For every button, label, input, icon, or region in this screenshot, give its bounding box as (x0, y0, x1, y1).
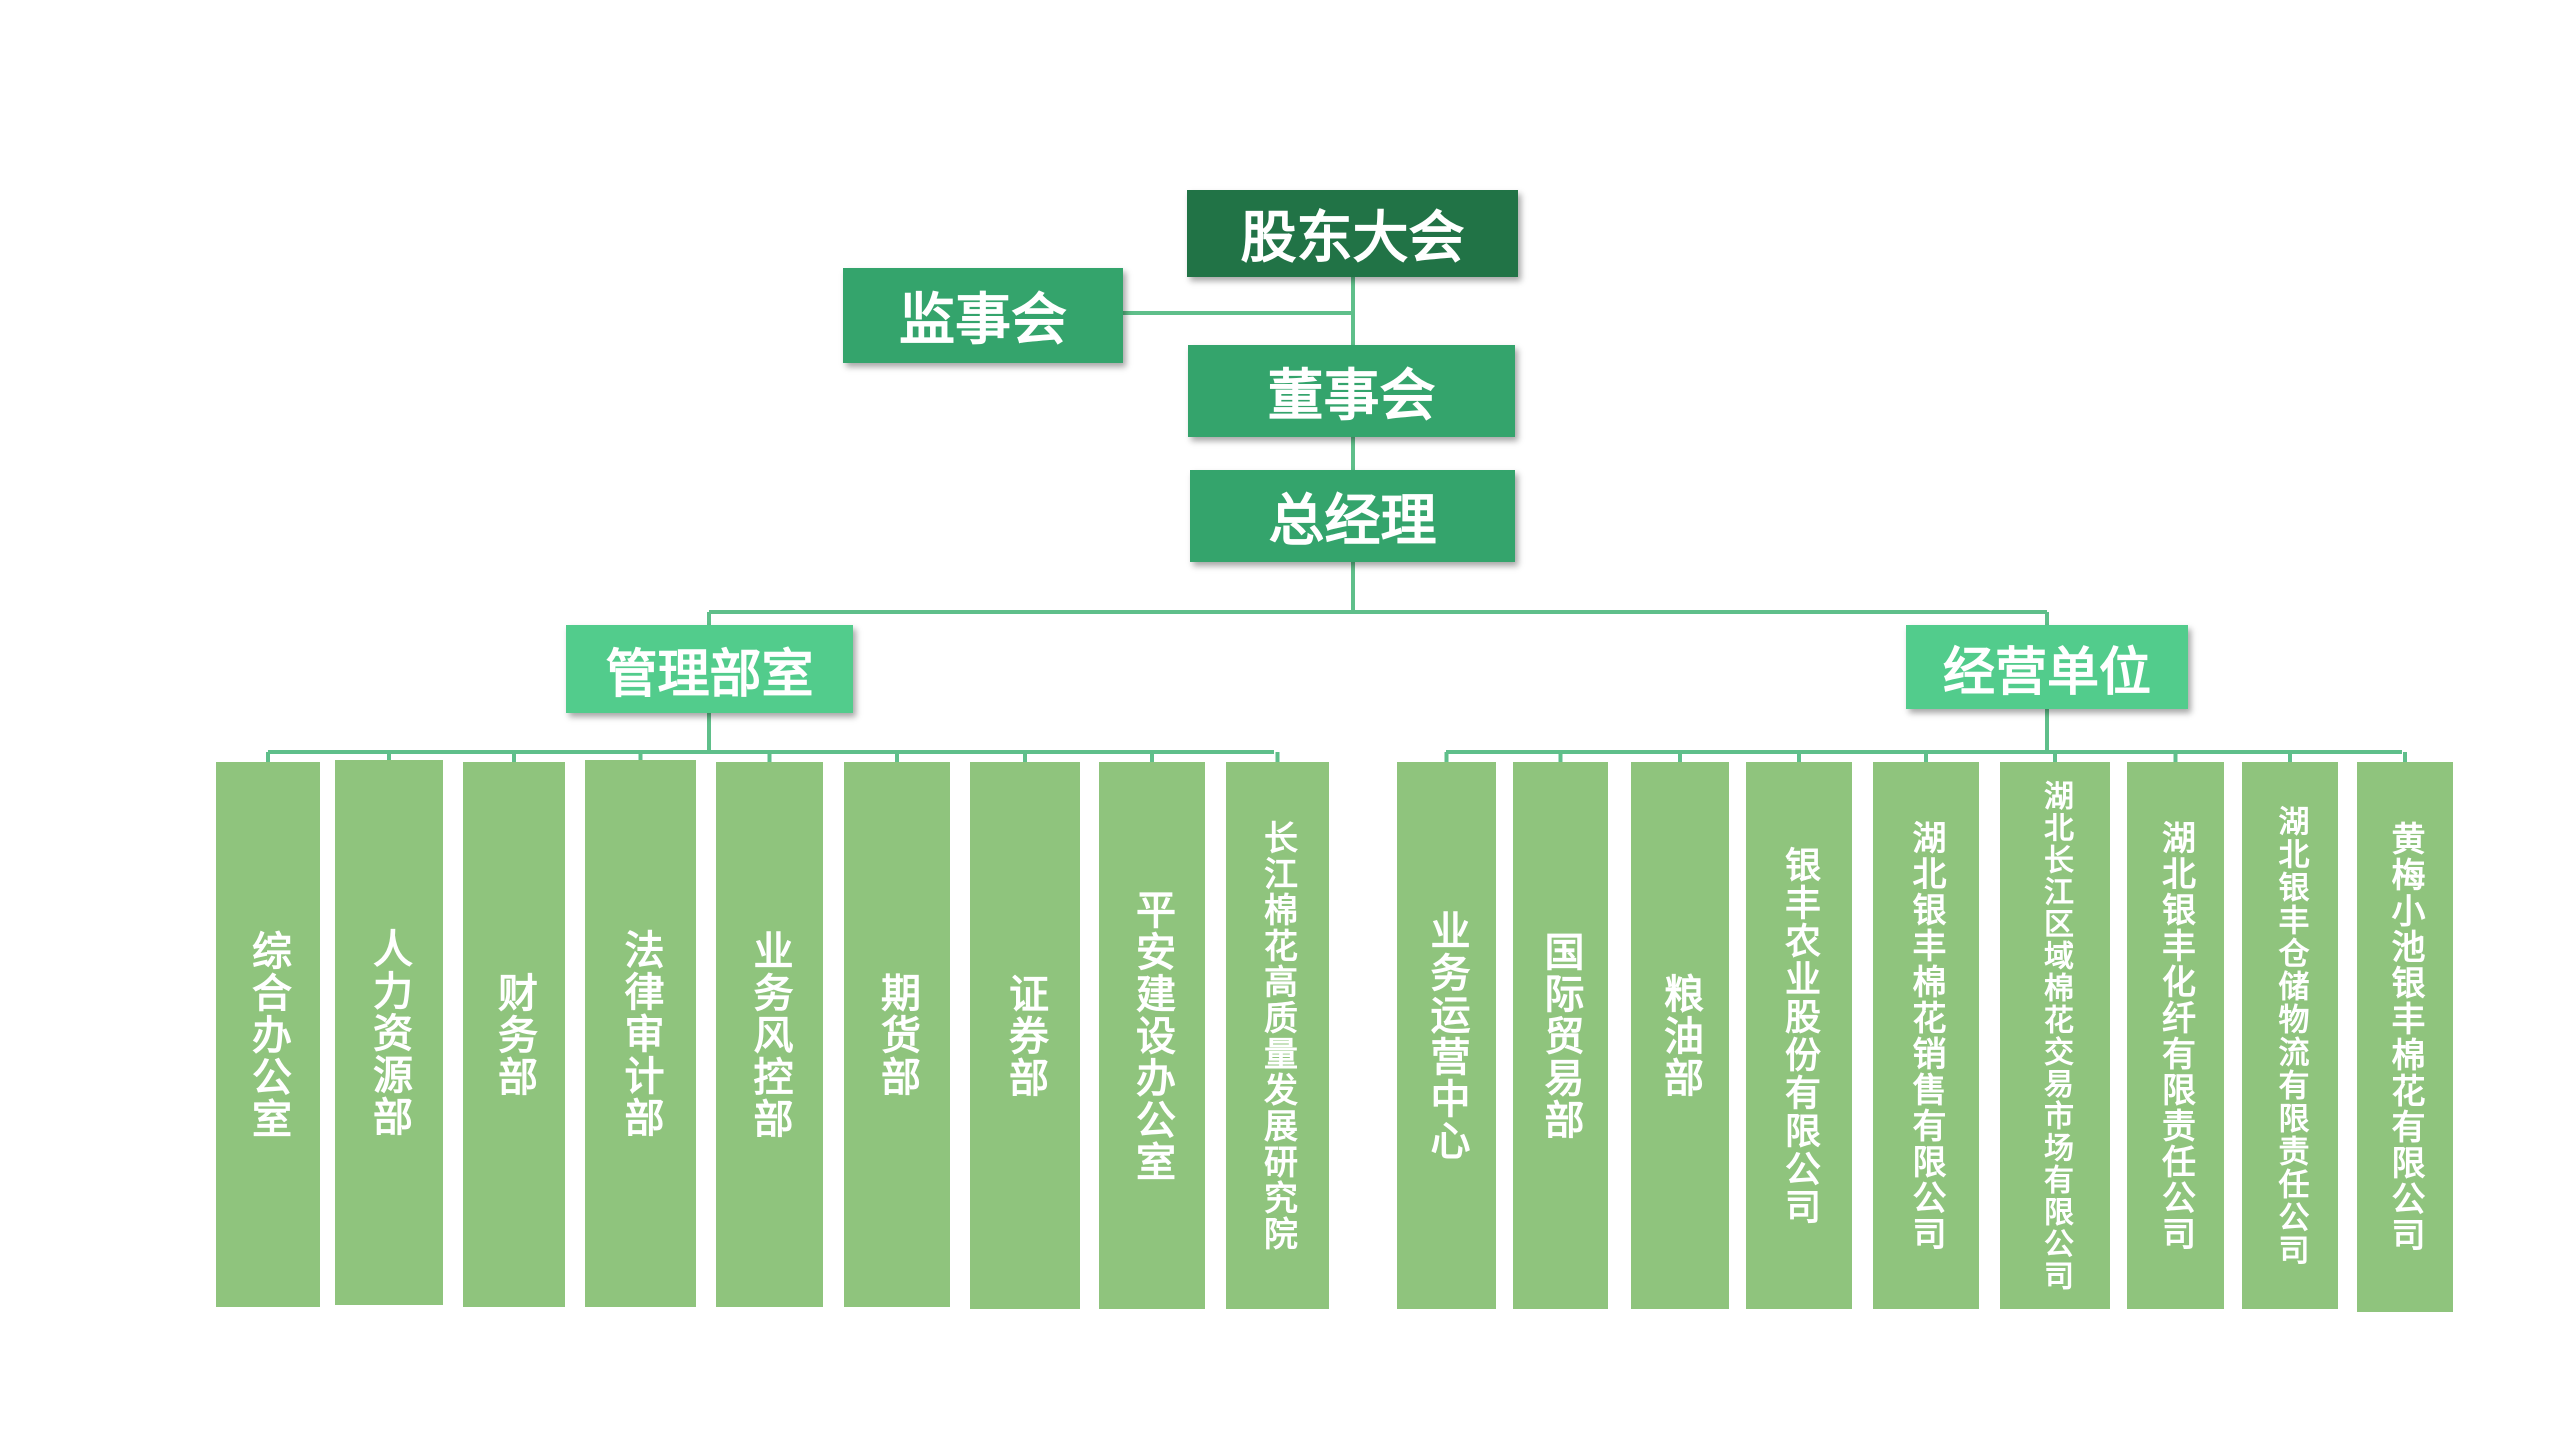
shareholders-meeting-label: 股东大会 (1240, 206, 1465, 271)
unit-huangmei-xiaochi-cotton: 黄梅小池银丰棉花有限公司 (2357, 762, 2453, 1312)
unit-legal-audit: 法律审计部 (585, 760, 696, 1307)
unit-safety-office: 平安建设办公室 (1099, 762, 1205, 1309)
management-departments-box: 管理部室 (566, 625, 853, 713)
unit-label: 湖北银丰仓储物流有限责任公司 (2272, 804, 2309, 1267)
unit-operations-center: 业务运营中心 (1397, 762, 1496, 1309)
supervisory-board-label: 监事会 (899, 288, 1067, 353)
unit-label: 银丰农业股份有限公司 (1779, 845, 1820, 1226)
unit-label: 粮油部 (1657, 972, 1703, 1099)
unit-international-trade: 国际贸易部 (1513, 762, 1608, 1309)
unit-label: 国际贸易部 (1537, 930, 1584, 1141)
business-units-label: 经营单位 (1942, 642, 2151, 703)
management-departments-label: 管理部室 (605, 644, 814, 705)
unit-label: 黄梅小池银丰棉花有限公司 (2385, 821, 2425, 1253)
unit-label: 证券部 (1002, 972, 1048, 1099)
unit-yinfeng-warehouse-logistics: 湖北银丰仓储物流有限责任公司 (2242, 762, 2338, 1309)
board-of-directors-label: 董事会 (1267, 363, 1436, 429)
unit-human-resources: 人力资源部 (335, 760, 443, 1305)
unit-label: 业务风控部 (746, 929, 793, 1140)
unit-futures: 期货部 (844, 762, 950, 1307)
unit-yinfeng-cotton-sales: 湖北银丰棉花销售有限公司 (1873, 762, 1979, 1309)
supervisory-board-box: 监事会 (843, 268, 1123, 363)
unit-finance: 财务部 (463, 762, 565, 1307)
general-manager-label: 总经理 (1268, 488, 1437, 554)
unit-label: 财务部 (491, 971, 537, 1098)
shareholders-meeting-box: 股东大会 (1187, 190, 1518, 277)
unit-risk-control: 业务风控部 (716, 762, 823, 1307)
unit-label: 综合办公室 (245, 929, 291, 1140)
unit-label: 湖北长江区域棉花交易市场有限公司 (2038, 779, 2073, 1292)
unit-yinfeng-agriculture: 银丰农业股份有限公司 (1746, 762, 1852, 1309)
unit-label: 人力资源部 (366, 927, 412, 1138)
unit-general-office: 综合办公室 (216, 762, 320, 1307)
general-manager-box: 总经理 (1190, 470, 1515, 562)
unit-yinfeng-chemical-fiber: 湖北银丰化纤有限责任公司 (2127, 762, 2224, 1309)
unit-label: 长江棉花高质量发展研究院 (1257, 819, 1298, 1252)
unit-grain-oil: 粮油部 (1631, 762, 1729, 1309)
unit-label: 法律审计部 (617, 928, 664, 1139)
unit-label: 湖北银丰化纤有限责任公司 (2155, 819, 2196, 1252)
unit-securities: 证券部 (970, 762, 1080, 1309)
unit-label: 湖北银丰棉花销售有限公司 (1906, 819, 1946, 1252)
board-of-directors-box: 董事会 (1188, 345, 1515, 437)
unit-cotton-research-institute: 长江棉花高质量发展研究院 (1226, 762, 1329, 1309)
unit-label: 平安建设办公室 (1129, 888, 1175, 1183)
unit-cotton-exchange-market: 湖北长江区域棉花交易市场有限公司 (2000, 762, 2110, 1309)
unit-label: 期货部 (874, 971, 920, 1098)
unit-label: 业务运营中心 (1423, 909, 1470, 1162)
business-units-box: 经营单位 (1906, 625, 2188, 709)
